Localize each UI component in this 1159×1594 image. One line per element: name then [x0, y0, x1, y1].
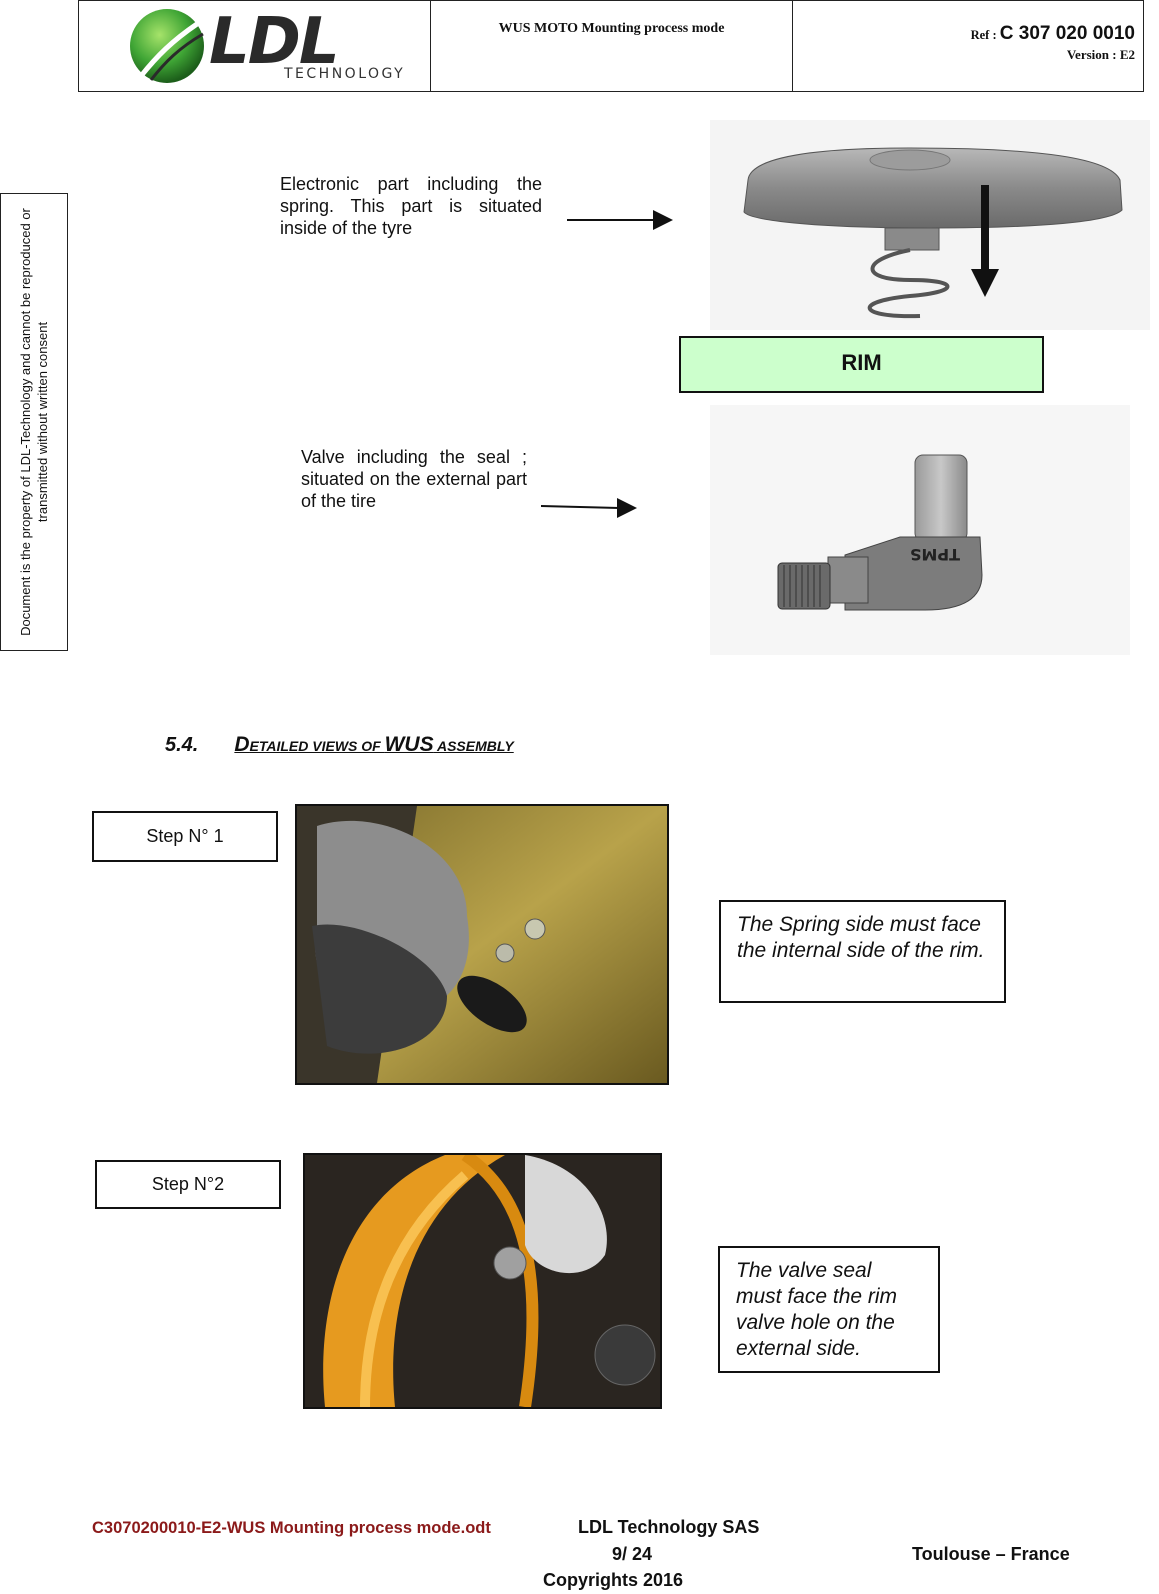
confidentiality-text: Document is the property of LDL-Technolo… — [18, 208, 50, 636]
section-title: DETAILED VIEWS OF WUS ASSEMBLY — [234, 733, 514, 756]
section-heading: 5.4. DETAILED VIEWS OF WUS ASSEMBLY — [165, 733, 514, 757]
step-1-photo — [295, 804, 669, 1085]
sensor-illustration — [710, 120, 1150, 330]
logo-wordmark: LDL — [209, 5, 340, 79]
reference-block: Ref : C 307 020 0010 Version : E2 — [793, 1, 1143, 91]
step-2-photo — [303, 1153, 662, 1409]
document-title: WUS MOTO Mounting process mode — [431, 1, 793, 91]
rim-label-box: RIM — [679, 336, 1044, 393]
step-2-note: The valve seal must face the rim valve h… — [718, 1246, 940, 1373]
section-number: 5.4. — [165, 734, 199, 756]
valve-illustration: TPMS — [710, 405, 1130, 655]
step-2-label: Step N°2 — [95, 1160, 281, 1209]
arrow-right-icon — [567, 210, 673, 230]
step-1-note: The Spring side must face the internal s… — [719, 900, 1006, 1003]
footer-company: LDL Technology SAS — [578, 1517, 760, 1537]
version: Version : E2 — [1066, 47, 1135, 62]
ref-label: Ref : — [970, 28, 997, 42]
confidentiality-note: Document is the property of LDL-Technolo… — [0, 193, 68, 651]
footer-copyright: Copyrights 2016 — [543, 1570, 684, 1590]
logo-globe-icon — [130, 9, 204, 83]
valve-label: Valve including the seal ; situated on t… — [301, 447, 527, 511]
footer-page-number: 9/ 24 — [612, 1544, 653, 1564]
step-1-label: Step N° 1 — [92, 811, 278, 862]
footer-filename: C3070200010-E2-WUS Mounting process mode… — [92, 1519, 491, 1537]
electronic-part-label: Electronic part including the spring. Th… — [280, 174, 542, 238]
ref-value: C 307 020 0010 — [999, 23, 1135, 44]
footer-location: Toulouse – France — [912, 1544, 1070, 1564]
document-header: LDL TECHNOLOGY WUS MOTO Mounting process… — [78, 0, 1144, 92]
arrow-right-icon — [541, 498, 637, 518]
arrow-down-icon — [971, 185, 999, 297]
logo-cell: LDL TECHNOLOGY — [79, 1, 431, 91]
valve-marking: TPMS — [910, 545, 960, 564]
logo-subtext: TECHNOLOGY — [284, 66, 406, 82]
